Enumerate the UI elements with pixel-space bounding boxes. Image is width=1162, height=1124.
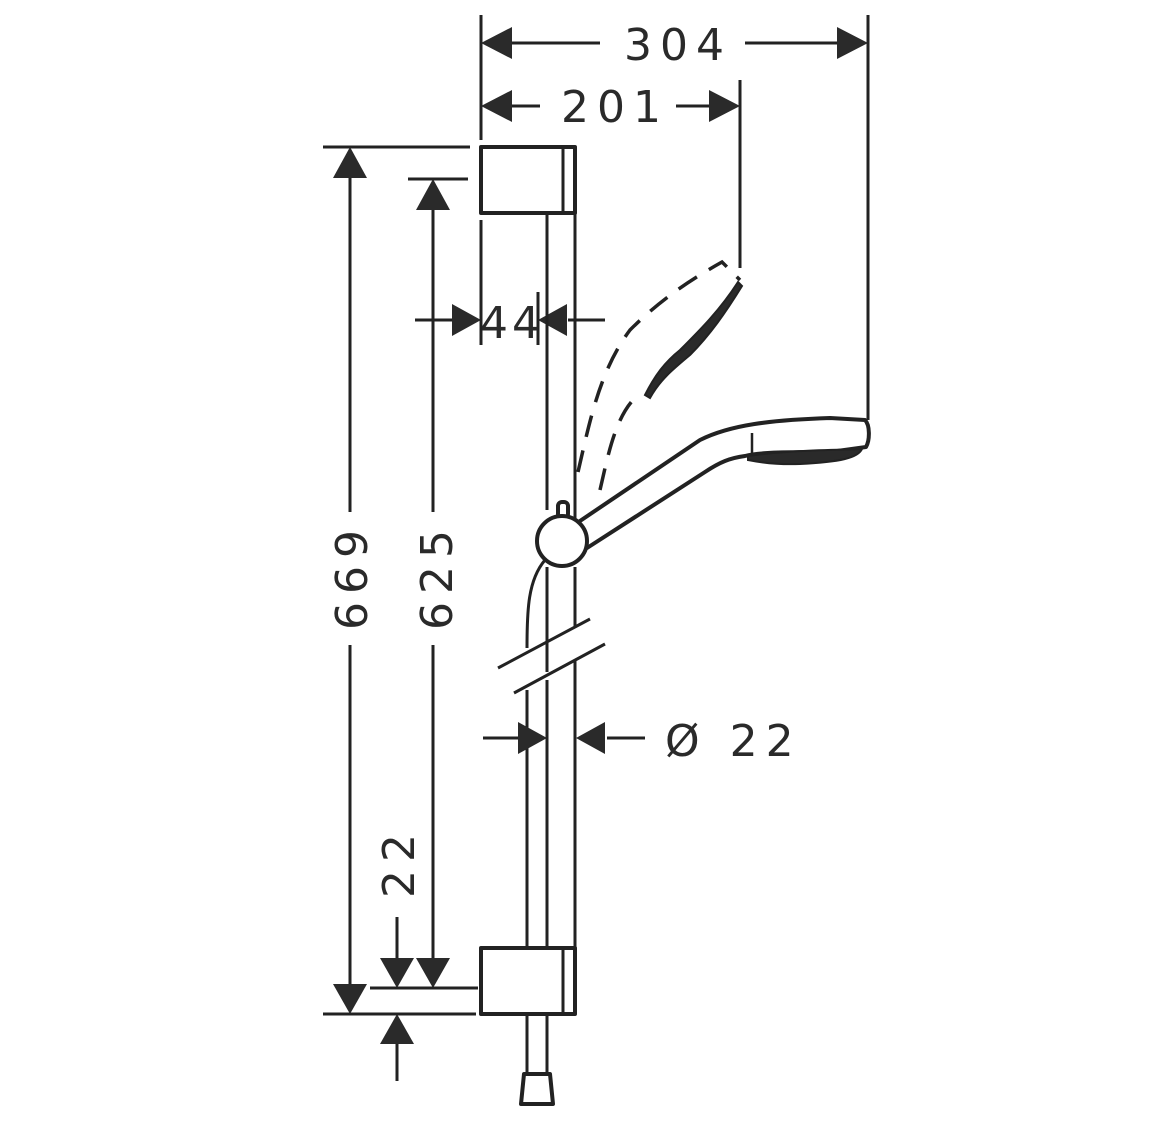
arrow-left-icon: [481, 27, 512, 59]
break-line: [497, 617, 591, 670]
top-wall-bracket: [479, 145, 577, 215]
arrow-up-icon: [380, 1014, 414, 1044]
dimension-201: 201: [481, 80, 742, 268]
bottom-wall-bracket: [479, 946, 577, 1016]
dimension-diameter-22: Ø 22: [483, 716, 802, 767]
arrow-right-icon: [837, 27, 868, 59]
arrow-left-icon: [576, 722, 605, 754]
dimension-label-625: 625: [412, 522, 463, 630]
arrow-right-icon: [452, 304, 481, 336]
hose-connector: [519, 1014, 555, 1106]
arrow-right-icon: [518, 722, 547, 754]
arrow-down-icon: [333, 984, 367, 1014]
dimension-304: 304: [479, 15, 870, 420]
arrow-up-icon: [333, 147, 367, 178]
slider: [535, 500, 589, 568]
dimension-label-304: 304: [624, 20, 732, 71]
rail: [497, 213, 606, 948]
spray-face-tilted: [643, 280, 744, 400]
arrow-up-icon: [416, 179, 450, 210]
arrow-down-icon: [380, 958, 414, 988]
dimension-22-vertical: 22: [370, 826, 478, 1081]
dimension-label-diameter: Ø 22: [665, 716, 802, 767]
break-line: [513, 642, 606, 695]
dimension-44: 44: [415, 220, 605, 349]
dimension-625: 625: [408, 177, 468, 988]
dimension-669: 669: [323, 145, 476, 1016]
handshower: [575, 416, 871, 550]
dimension-label-22: 22: [374, 826, 425, 898]
spray-face: [747, 447, 864, 466]
hose: [525, 559, 547, 649]
arrow-left-icon: [538, 304, 567, 336]
handshower-tilted: [576, 259, 744, 491]
dimension-label-201: 201: [561, 82, 669, 133]
arrow-right-icon: [709, 90, 740, 122]
arrow-left-icon: [481, 90, 512, 122]
arrow-down-icon: [416, 958, 450, 988]
dimension-label-44: 44: [480, 298, 544, 349]
dimension-label-669: 669: [327, 522, 378, 630]
